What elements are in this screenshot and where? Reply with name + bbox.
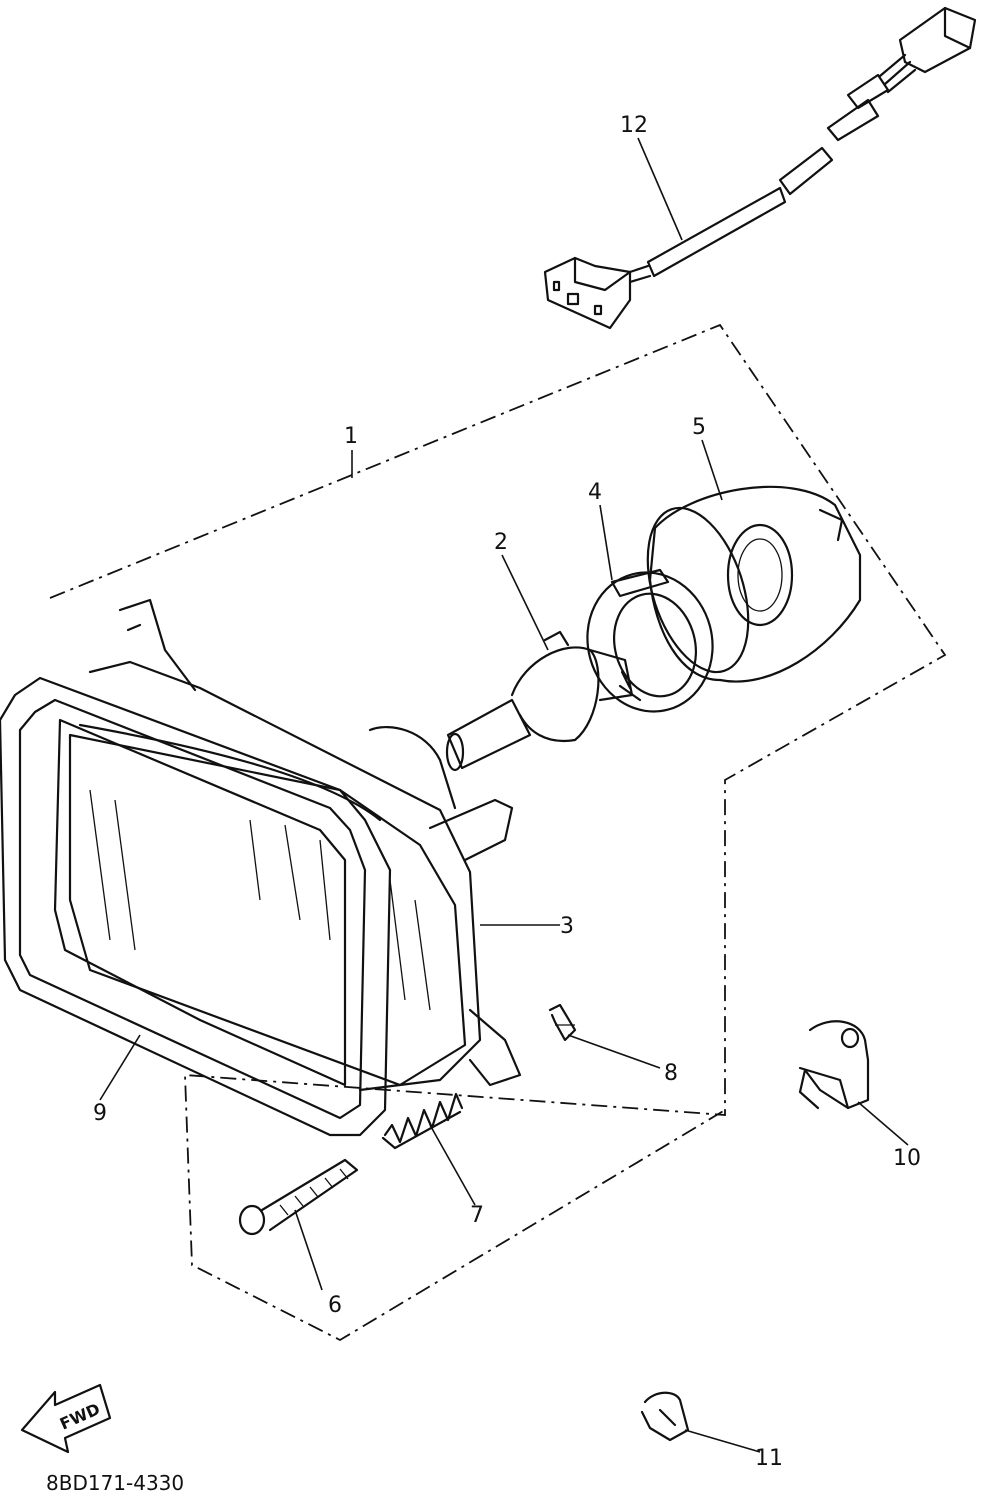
rim-part-9 [0, 676, 392, 1137]
callout-7: 7 [470, 1203, 484, 1228]
bulb-part-2 [445, 630, 634, 772]
clamp-part-11 [640, 1391, 690, 1442]
callout-8: 8 [664, 1061, 678, 1086]
callout-3: 3 [560, 914, 574, 939]
fwd-label: FWD [57, 1399, 103, 1433]
callout-9: 9 [93, 1101, 107, 1126]
socket-cover-part-5 [646, 485, 862, 683]
fwd-arrow-icon: FWD [20, 1383, 112, 1454]
callout-10: 10 [893, 1146, 921, 1171]
figure-code: 8BD171-4330 [46, 1471, 184, 1495]
callout-2: 2 [494, 530, 508, 555]
callout-4: 4 [588, 480, 602, 505]
leader-lines [99, 137, 909, 1453]
callout-5: 5 [692, 415, 706, 440]
retainer-ring-part-4 [586, 568, 714, 713]
screw-part-6 [238, 1158, 359, 1236]
callout-12: 12 [620, 113, 648, 138]
clamp-part-10 [798, 1020, 870, 1110]
callout-11: 11 [755, 1446, 783, 1471]
spring-part-7 [381, 1092, 464, 1150]
callout-1: 1 [344, 424, 358, 449]
wire-harness-part-12 [543, 6, 977, 330]
callout-6: 6 [328, 1293, 342, 1318]
headlight-unit-part-3 [68, 598, 522, 1092]
assembly-boundary [49, 323, 947, 1342]
callout-labels: 1 2 3 4 5 6 7 8 9 10 11 12 [93, 113, 921, 1471]
clip-part-8 [548, 1003, 577, 1042]
